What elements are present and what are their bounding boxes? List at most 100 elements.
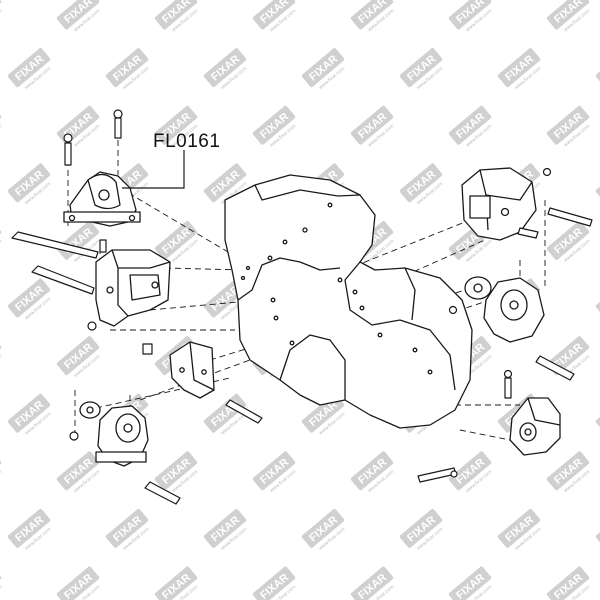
- watermark-badge: [546, 220, 590, 260]
- watermark-badge: [350, 105, 394, 145]
- watermark-badge: [56, 451, 100, 491]
- watermark-url: www.fixar.com: [0, 239, 3, 264]
- watermark-badge: [497, 508, 541, 548]
- watermark-badge: [448, 0, 492, 30]
- right-middle-mount: [464, 276, 545, 343]
- lower-left-mount: [79, 401, 149, 467]
- watermark-badge: [203, 48, 247, 88]
- watermark-badge: [252, 0, 296, 30]
- small-bracket: [169, 341, 215, 399]
- watermark-badge: [301, 393, 345, 433]
- watermark-url: www.fixar.com: [0, 8, 3, 33]
- watermark-badge: [7, 278, 51, 318]
- watermark-badge: [301, 508, 345, 548]
- watermark-badge: [301, 48, 345, 88]
- watermark-badge: [448, 451, 492, 491]
- bolts: [11, 109, 593, 505]
- watermark-badge: [595, 163, 600, 203]
- watermark-badge: [7, 48, 51, 88]
- watermark-badge: [546, 0, 590, 30]
- watermark-badge: [546, 451, 590, 491]
- watermark-badge: [497, 48, 541, 88]
- watermark-badge: [595, 278, 600, 318]
- watermark-url: www.fixar.com: [0, 469, 3, 494]
- watermark-badge: [105, 508, 149, 548]
- part-number-label: FL0161: [153, 131, 220, 152]
- watermark-badge: [203, 163, 247, 203]
- watermark-badge: [252, 451, 296, 491]
- watermark-badge: [154, 105, 198, 145]
- watermark-badge: [399, 163, 443, 203]
- engine-block: [224, 174, 473, 429]
- watermark-badge: [154, 566, 198, 600]
- watermark-badge: [448, 566, 492, 600]
- watermark-badge: [56, 566, 100, 600]
- watermark-badge: [7, 163, 51, 203]
- watermark-badge: [448, 105, 492, 145]
- watermark-url: www.fixar.com: [0, 584, 3, 600]
- watermark-badge: [595, 508, 600, 548]
- left-mount-bracket: [95, 249, 171, 327]
- watermark-badge: [350, 0, 394, 30]
- watermark-badge: [595, 48, 600, 88]
- watermark-badge: [399, 508, 443, 548]
- right-lower-mount: [509, 397, 561, 456]
- watermark-badge: [105, 48, 149, 88]
- watermark-badge: [399, 48, 443, 88]
- part-callout: FL0161: [122, 131, 220, 189]
- watermark-badge: [154, 220, 198, 260]
- watermark-url: www.fixar.com: [0, 123, 3, 148]
- mount-fl0161: [63, 171, 141, 227]
- watermark-badge: [154, 0, 198, 30]
- right-upper-mount: [461, 167, 537, 241]
- watermark-badge: [252, 566, 296, 600]
- watermark-badge: [7, 393, 51, 433]
- watermark-url: www.fixar.com: [0, 354, 3, 379]
- watermark-badge: [7, 508, 51, 548]
- watermark-badge: [0, 566, 2, 600]
